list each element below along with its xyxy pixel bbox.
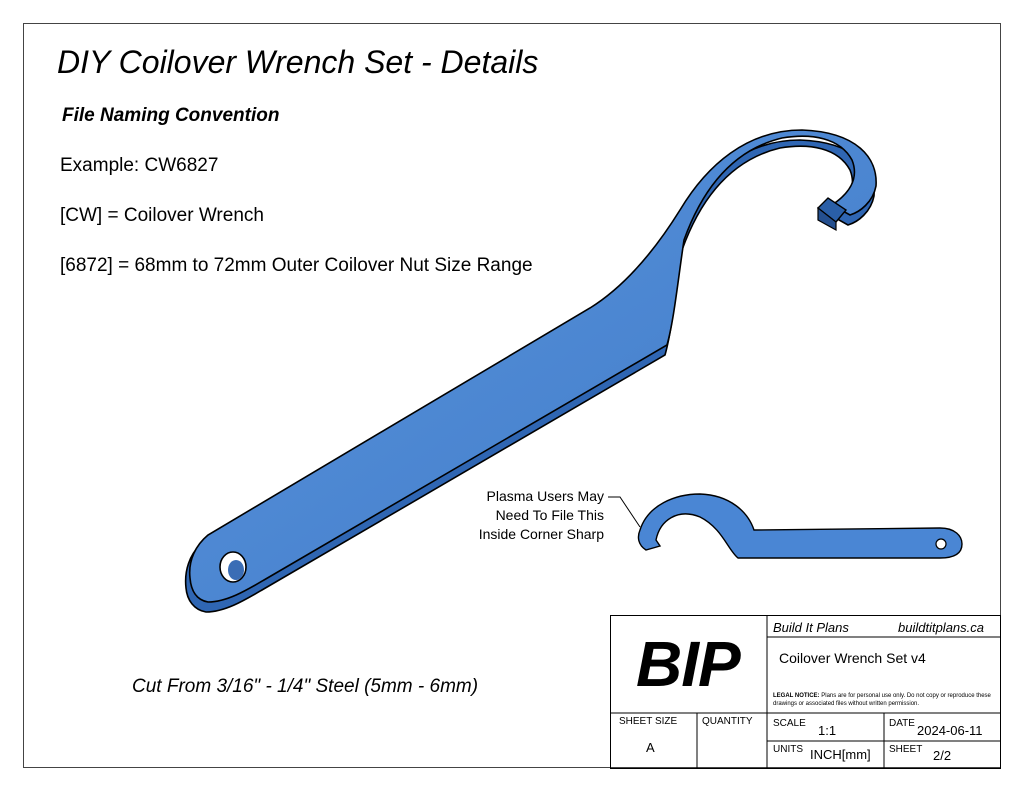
quantity-label: QUANTITY [702,716,753,727]
units-label: UNITS [773,744,803,755]
naming-example: Example: CW6827 [60,155,219,176]
bip-logo: BIP [636,628,741,700]
callout-line-3: Inside Corner Sharp [478,526,604,542]
website-link[interactable]: buildtitplans.ca [898,620,984,635]
legal-notice: LEGAL NOTICE: Plans are for personal use… [773,692,995,708]
company-name: Build It Plans [773,620,849,635]
legal-text: Plans are for personal use only. Do not … [773,693,991,707]
callout-leader [608,496,641,528]
legal-label: LEGAL NOTICE: [773,693,820,699]
scale-value: 1:1 [818,723,837,738]
callout-line-1: Plasma Users May [486,488,604,504]
sheet-border [23,23,1001,768]
title-block [610,615,1001,769]
large-wrench [184,129,877,613]
small-wrench-body [637,493,963,559]
small-wrench [637,493,963,559]
sheet-size-value: A [646,740,655,755]
date-label: DATE [889,718,915,729]
large-wrench-hole-inner [228,560,244,580]
units-value: INCH[mm] [810,747,871,762]
date-value: 2024-06-11 [917,723,983,738]
sheet-label: SHEET [889,744,923,755]
naming-cw-definition: [CW] = Coilover Wrench [60,205,264,226]
naming-size-definition: [6872] = 68mm to 72mm Outer Coilover Nut… [60,255,533,276]
naming-heading: File Naming Convention [62,105,280,126]
large-wrench-pin-side [817,206,837,232]
small-wrench-hole [935,538,947,550]
callout-line-2: Need To File This [495,507,604,523]
material-note: Cut From 3/16" - 1/4" Steel (5mm - 6mm) [132,676,479,697]
project-name: Coilover Wrench Set v4 [779,650,926,666]
sheet-size-label: SHEET SIZE [619,716,678,727]
scale-label: SCALE [773,718,806,729]
sheet-value: 2/2 [933,748,952,763]
page-title: DIY Coilover Wrench Set - Details [57,44,539,80]
plasma-callout: Plasma Users May Need To File This Insid… [440,487,604,544]
large-wrench-top [188,129,877,603]
title-block-grid [610,615,1001,769]
